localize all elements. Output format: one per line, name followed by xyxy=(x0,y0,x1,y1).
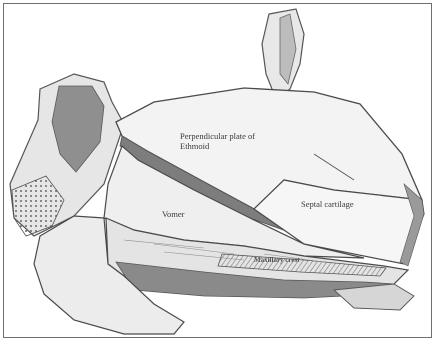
perpendicular-plate-label: Perpendicular plate of Ethmoid xyxy=(180,131,290,151)
vomer-label: Vomer xyxy=(162,209,185,219)
septal-cartilage-label: Septal cartilage xyxy=(301,199,354,209)
diagram-frame: Perpendicular plate of Ethmoid Vomer Sep… xyxy=(3,3,432,338)
nasal-septum-illustration xyxy=(4,4,431,337)
maxillary-crest-label: Maxillary crest xyxy=(254,255,300,265)
